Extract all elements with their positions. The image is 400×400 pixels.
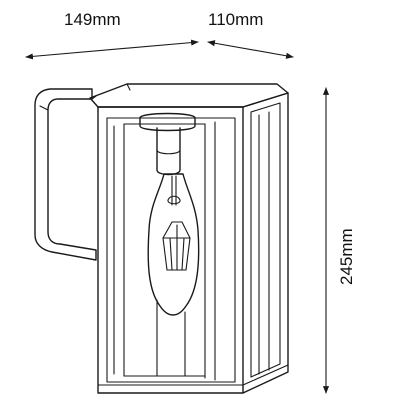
lantern-top-cap [89, 83, 289, 113]
height-dimension: 245mm [322, 87, 356, 394]
bulb-socket [139, 112, 196, 176]
edison-bulb [147, 173, 200, 316]
depth-dimension-line [207, 40, 294, 59]
wall-mount-bracket [34, 88, 97, 261]
front-window [106, 117, 236, 383]
lantern-frame [97, 92, 289, 394]
side-frame-outer [242, 92, 289, 394]
bulb-glass [147, 173, 200, 316]
depth-dimension: 110mm [207, 10, 294, 59]
width-dimension-line [25, 39, 199, 60]
depth-label: 110mm [208, 10, 263, 29]
width-label: 149mm [64, 10, 121, 29]
lantern-rear-rod [156, 299, 186, 377]
width-dimension: 149mm [25, 10, 199, 60]
height-label: 245mm [337, 228, 356, 285]
side-window [250, 102, 281, 378]
